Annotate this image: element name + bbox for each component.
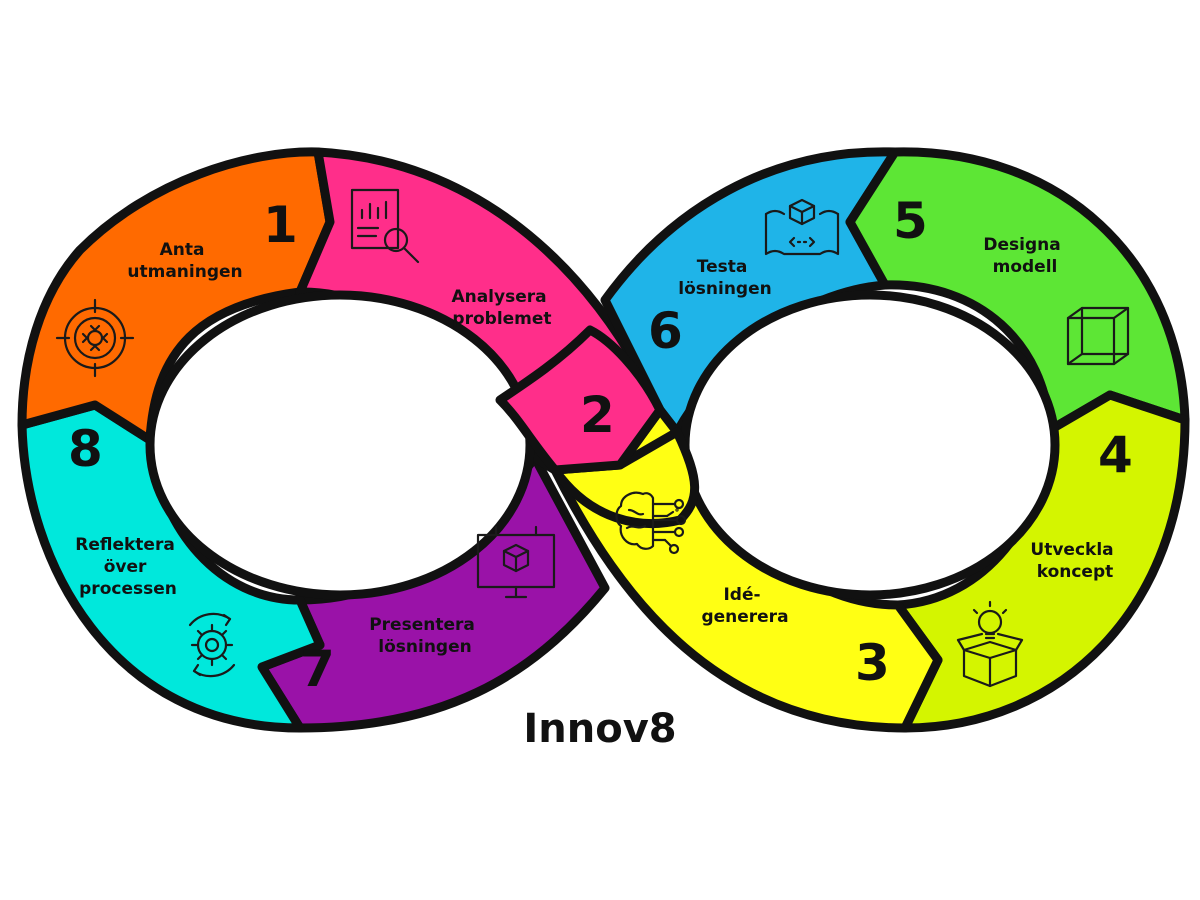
gear-cycle-icon bbox=[188, 612, 236, 678]
brand-title: Innov8 bbox=[523, 706, 676, 752]
step-5-number: 5 bbox=[893, 192, 928, 250]
lightbulb-box-icon bbox=[956, 600, 1024, 688]
step-1-label: Anta utmaningen bbox=[127, 240, 242, 282]
right-inner-hole bbox=[680, 290, 1060, 600]
blueprint-cube-icon bbox=[764, 198, 840, 256]
step-2-number: 2 bbox=[580, 386, 615, 444]
step-3-number: 3 bbox=[855, 634, 890, 692]
crossing-cover-2 bbox=[495, 325, 665, 475]
crossing-cover-3 bbox=[550, 427, 700, 528]
step-6-label: Testa lösningen bbox=[678, 257, 771, 299]
step-7-number: 7 bbox=[300, 640, 335, 698]
step-1-number: 1 bbox=[263, 196, 298, 254]
presentation-board-icon bbox=[476, 525, 556, 599]
wireframe-cube-icon bbox=[1066, 306, 1130, 366]
step-6-number: 6 bbox=[648, 302, 683, 360]
step-3-label: Idé- generera bbox=[701, 585, 788, 627]
step-4-label: Utveckla koncept bbox=[1030, 540, 1119, 582]
step-8-number: 8 bbox=[68, 420, 103, 478]
document-analysis-icon bbox=[350, 188, 420, 264]
step-4-number: 4 bbox=[1098, 426, 1133, 484]
left-inner-hole bbox=[145, 290, 535, 600]
step-8-label: Reflektera över processen bbox=[75, 535, 181, 599]
step-2-label: Analysera problemet bbox=[451, 287, 552, 329]
step-7-label: Presentera lösningen bbox=[369, 615, 481, 657]
target-icon bbox=[55, 298, 135, 378]
step-5-label: Designa modell bbox=[983, 235, 1066, 277]
brain-circuit-icon bbox=[615, 491, 687, 555]
